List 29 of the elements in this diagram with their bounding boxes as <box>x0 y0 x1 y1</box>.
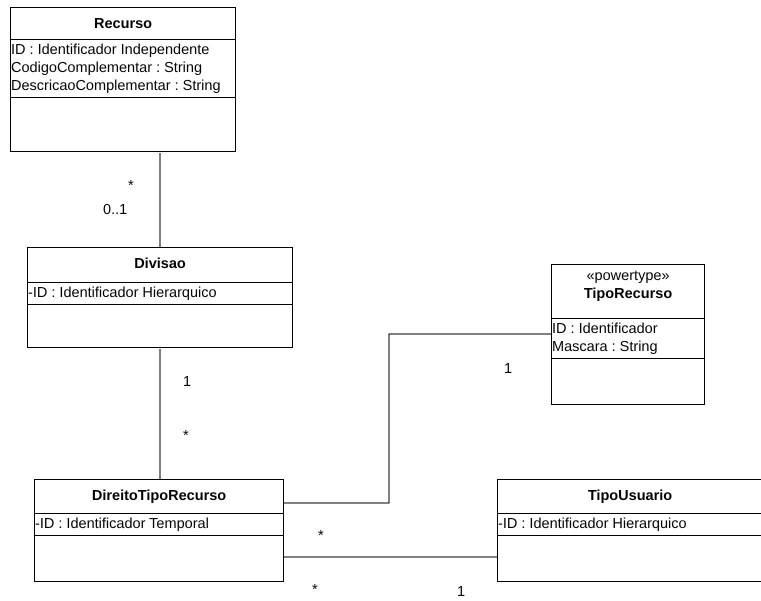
attribute: -ID : Identificador Temporal <box>35 515 210 533</box>
class-box <box>551 264 705 405</box>
class-name: DireitoTipoRecurso <box>90 487 228 505</box>
multiplicity-label: * <box>318 528 324 544</box>
attribute: -ID : Identificador Hierarquico <box>498 515 688 533</box>
multiplicity-label: * <box>128 178 134 194</box>
attribute: ID : Identificador <box>552 320 659 338</box>
attribute: -ID : Identificador Hierarquico <box>28 284 218 302</box>
class-name: TipoUsuario <box>586 487 674 505</box>
multiplicity-label: 0..1 <box>103 202 128 218</box>
class-box <box>34 479 284 582</box>
multiplicity-label: 1 <box>504 361 512 377</box>
multiplicity-label: 1 <box>457 584 466 600</box>
class-box <box>497 479 761 582</box>
attribute: CodigoComplementar : String <box>11 59 204 77</box>
multiplicity-label: 1 <box>183 374 192 390</box>
multiplicity-label: * <box>312 582 318 598</box>
class-box <box>10 7 236 152</box>
multiplicity-label: * <box>183 428 189 444</box>
attribute: Mascara : String <box>552 338 659 356</box>
class-box <box>27 247 293 348</box>
attribute: ID : Identificador Independente <box>11 41 210 59</box>
class-name: Divisao <box>133 255 187 273</box>
class-name: Recurso <box>92 15 154 33</box>
attribute: DescricaoComplementar : String <box>11 77 222 95</box>
association-line <box>284 556 498 558</box>
class-name: TipoRecurso <box>582 285 674 303</box>
stereotype: «powertype» <box>585 267 671 285</box>
association-line <box>284 334 552 504</box>
